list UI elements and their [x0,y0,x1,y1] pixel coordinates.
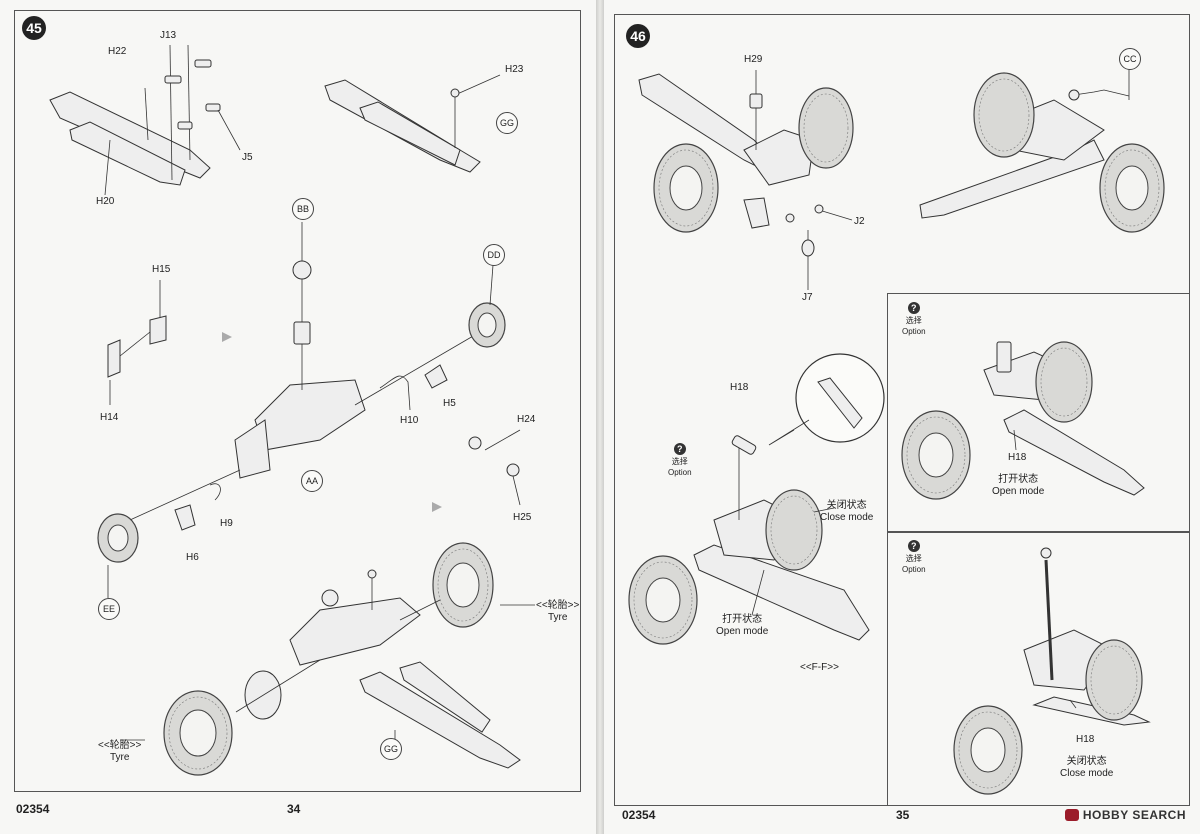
box-close-caption: 关闭状态 Close mode [1060,756,1113,780]
watermark: HOBBY SEARCH [1064,808,1186,822]
part-label-h5: H5 [443,398,456,409]
tyre-caption-left: <<轮胎>> Tyre [98,740,141,764]
box-open-caption: 打开状态 Open mode [992,474,1044,498]
step-frame-45 [14,10,581,792]
question-icon: ? [907,540,920,552]
part-label-h22: H22 [108,46,127,57]
part-label-j5: J5 [242,152,253,163]
callout-cc: CC [1119,48,1141,70]
tyre-caption-en: Tyre [547,612,568,623]
question-icon: ? [907,302,920,314]
mode-label-cn: 打开状态 [998,474,1039,485]
assembly-drawing-46 [628,68,1165,795]
option-marker: ? 选择 Option [902,540,926,575]
option-marker: ? 选择 Option [668,443,692,478]
part-label-h15: H15 [152,264,171,275]
option-label-cn: 选择 [671,457,688,466]
mode-label-cn: 关闭状态 [1066,756,1107,767]
part-label-h18: H18 [730,382,749,393]
mode-label-en: Open mode [992,486,1045,497]
tyre-caption-cn: <<轮胎>> [98,740,142,751]
option-label-cn: 选择 [905,554,922,563]
hobby-search-logo-icon [1064,809,1079,821]
part-label-h24: H24 [517,414,536,425]
part-label-h20: H20 [96,196,115,207]
product-code: 02354 [16,802,50,816]
callout-gg-bottom: GG [380,738,402,760]
option-box-open [887,293,1190,533]
part-label-j2: J2 [854,216,865,227]
callout-aa: AA [301,470,323,492]
step-number-badge: 46 [626,24,650,48]
tyre-caption-right: <<轮胎>> Tyre [536,600,579,624]
mode-label-cn: 打开状态 [722,614,763,625]
callout-gg-top: GG [496,112,518,134]
option-label-en: Option [902,327,926,336]
page-number: 34 [287,802,301,816]
assembly-drawing-45 [49,44,535,776]
mode-label-en: Close mode [820,512,874,523]
option-label-cn: 选择 [905,316,922,325]
product-code: 02354 [622,808,656,822]
part-label-h29: H29 [744,54,763,65]
open-mode-caption: 打开状态 Open mode [716,614,768,638]
callout-ee: EE [98,598,120,620]
step-number-badge: 45 [22,16,46,40]
option-label-en: Option [902,565,926,574]
part-label-h10: H10 [400,415,419,426]
question-icon: ? [673,443,686,455]
view-label-ff: <<F-F>> [800,662,839,673]
close-mode-caption: 关闭状态 Close mode [820,500,873,524]
part-label-h25: H25 [513,512,532,523]
instruction-page-right: 46 [604,0,1200,834]
mode-label-en: Open mode [716,626,769,637]
part-label-h18: H18 [1008,452,1027,463]
part-label-h9: H9 [220,518,233,529]
instruction-page-left: 45 [0,0,596,834]
option-marker: ? 选择 Option [902,302,926,337]
part-label-h18: H18 [1076,734,1095,745]
part-label-j13: J13 [160,30,177,41]
option-box-close [887,531,1190,806]
part-label-h6: H6 [186,552,199,563]
callout-dd: DD [483,244,505,266]
book-gutter [596,0,604,834]
mode-label-cn: 关闭状态 [826,500,867,511]
mode-label-en: Close mode [1060,768,1114,779]
part-label-h23: H23 [505,64,524,75]
watermark-text: HOBBY SEARCH [1082,808,1186,822]
part-label-h14: H14 [100,412,119,423]
page-number: 35 [896,808,910,822]
callout-bb: BB [292,198,314,220]
tyre-caption-cn: <<轮胎>> [536,600,580,611]
tyre-caption-en: Tyre [109,752,130,763]
part-label-j7: J7 [802,292,813,303]
option-label-en: Option [668,468,692,477]
